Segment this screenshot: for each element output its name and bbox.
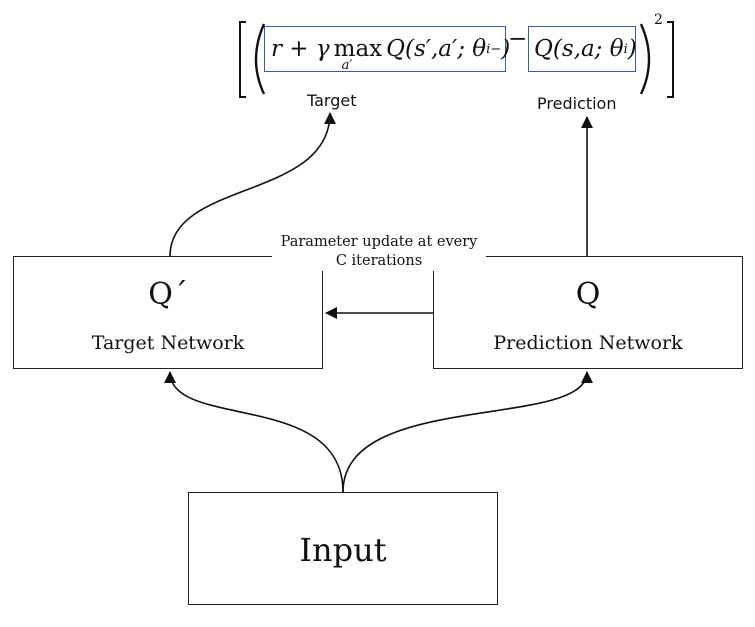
target-network-label: Target Network	[91, 332, 245, 354]
target-network-symbol: Q´	[148, 277, 188, 312]
prediction-network-label: Prediction Network	[493, 332, 683, 354]
input-label: Input	[299, 531, 387, 569]
parameter-update-line1: Parameter update at every	[280, 234, 478, 250]
prediction-label: Prediction	[537, 94, 617, 113]
target-network-node: Q´ Target Network	[13, 256, 323, 369]
theta-subscript: i	[486, 41, 491, 57]
right-paren	[639, 23, 651, 95]
target-text-b: Q(s′,a′; θ	[386, 36, 487, 62]
minus-sign: −	[508, 26, 528, 52]
max-operator: max a′	[333, 36, 383, 73]
target-text-a: r + γ	[271, 36, 330, 62]
target-label: Target	[307, 91, 357, 110]
parameter-update-line2: C iterations	[335, 253, 423, 269]
right-bracket	[667, 21, 674, 98]
left-paren	[254, 23, 266, 95]
input-node: Input	[188, 492, 498, 605]
edge-target-network-to-target	[169, 112, 336, 257]
prediction-network-node: Q Prediction Network	[433, 256, 743, 369]
left-bracket	[239, 21, 246, 98]
theta-superscript: −	[490, 41, 502, 57]
max-subscript: a′	[341, 58, 353, 73]
prediction-network-symbol: Q	[575, 277, 601, 312]
edge-input-to-prediction	[342, 371, 593, 493]
parameter-update-note: Parameter update at every C iterations	[272, 233, 486, 271]
max-text: max	[333, 36, 383, 62]
pred-subscript: i	[623, 41, 628, 57]
edge-input-to-target	[164, 371, 344, 493]
exponent: 2	[654, 12, 663, 28]
pred-text: Q(s,a; θ	[534, 36, 624, 62]
